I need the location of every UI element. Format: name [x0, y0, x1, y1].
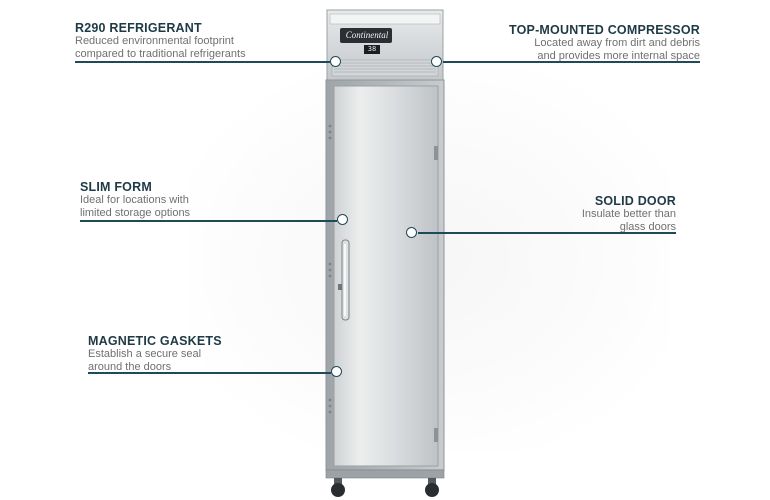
callout-marker	[406, 227, 417, 238]
callout-description: Establish a secure seal	[88, 348, 202, 360]
callout-description: Reduced environmental footprint	[75, 35, 234, 47]
callout-description: Located away from dirt and debris	[534, 37, 700, 49]
callout-description: glass doors	[619, 221, 676, 233]
callout-description: and provides more internal space	[537, 50, 700, 62]
callout-title: TOP-MOUNTED COMPRESSOR	[509, 23, 700, 37]
callout-magnetic-gaskets: MAGNETIC GASKETS Establish a secure seal…	[88, 334, 308, 374]
callout-top-mounted-compressor: TOP-MOUNTED COMPRESSOR Located away from…	[450, 23, 700, 63]
callout-solid-door: SOLID DOOR Insulate better than glass do…	[500, 194, 676, 234]
brand-logo: Continental	[345, 30, 389, 40]
callout-line	[418, 232, 676, 234]
temperature-display: 38	[367, 45, 377, 53]
callout-line	[75, 61, 330, 63]
callout-description: Insulate better than	[581, 208, 676, 220]
refrigerator-image	[325, 9, 445, 497]
callout-title: R290 REFRIGERANT	[75, 21, 202, 35]
callout-line	[80, 220, 337, 222]
callout-title: MAGNETIC GASKETS	[88, 334, 222, 348]
callout-r290-refrigerant: R290 REFRIGERANT Reduced environmental f…	[75, 21, 315, 61]
callout-marker	[337, 214, 348, 225]
callout-marker	[331, 366, 342, 377]
callout-slim-form: SLIM FORM Ideal for locations with limit…	[80, 180, 300, 220]
callout-marker	[330, 56, 341, 67]
callout-line	[443, 61, 700, 63]
callout-line	[88, 372, 331, 374]
callout-title: SLIM FORM	[80, 180, 152, 194]
callout-description: around the doors	[88, 361, 172, 373]
callout-description: compared to traditional refrigerants	[75, 48, 246, 60]
callout-title: SOLID DOOR	[594, 194, 676, 208]
callout-description: limited storage options	[80, 207, 191, 219]
callout-marker	[431, 56, 442, 67]
callout-description: Ideal for locations with	[80, 194, 189, 206]
